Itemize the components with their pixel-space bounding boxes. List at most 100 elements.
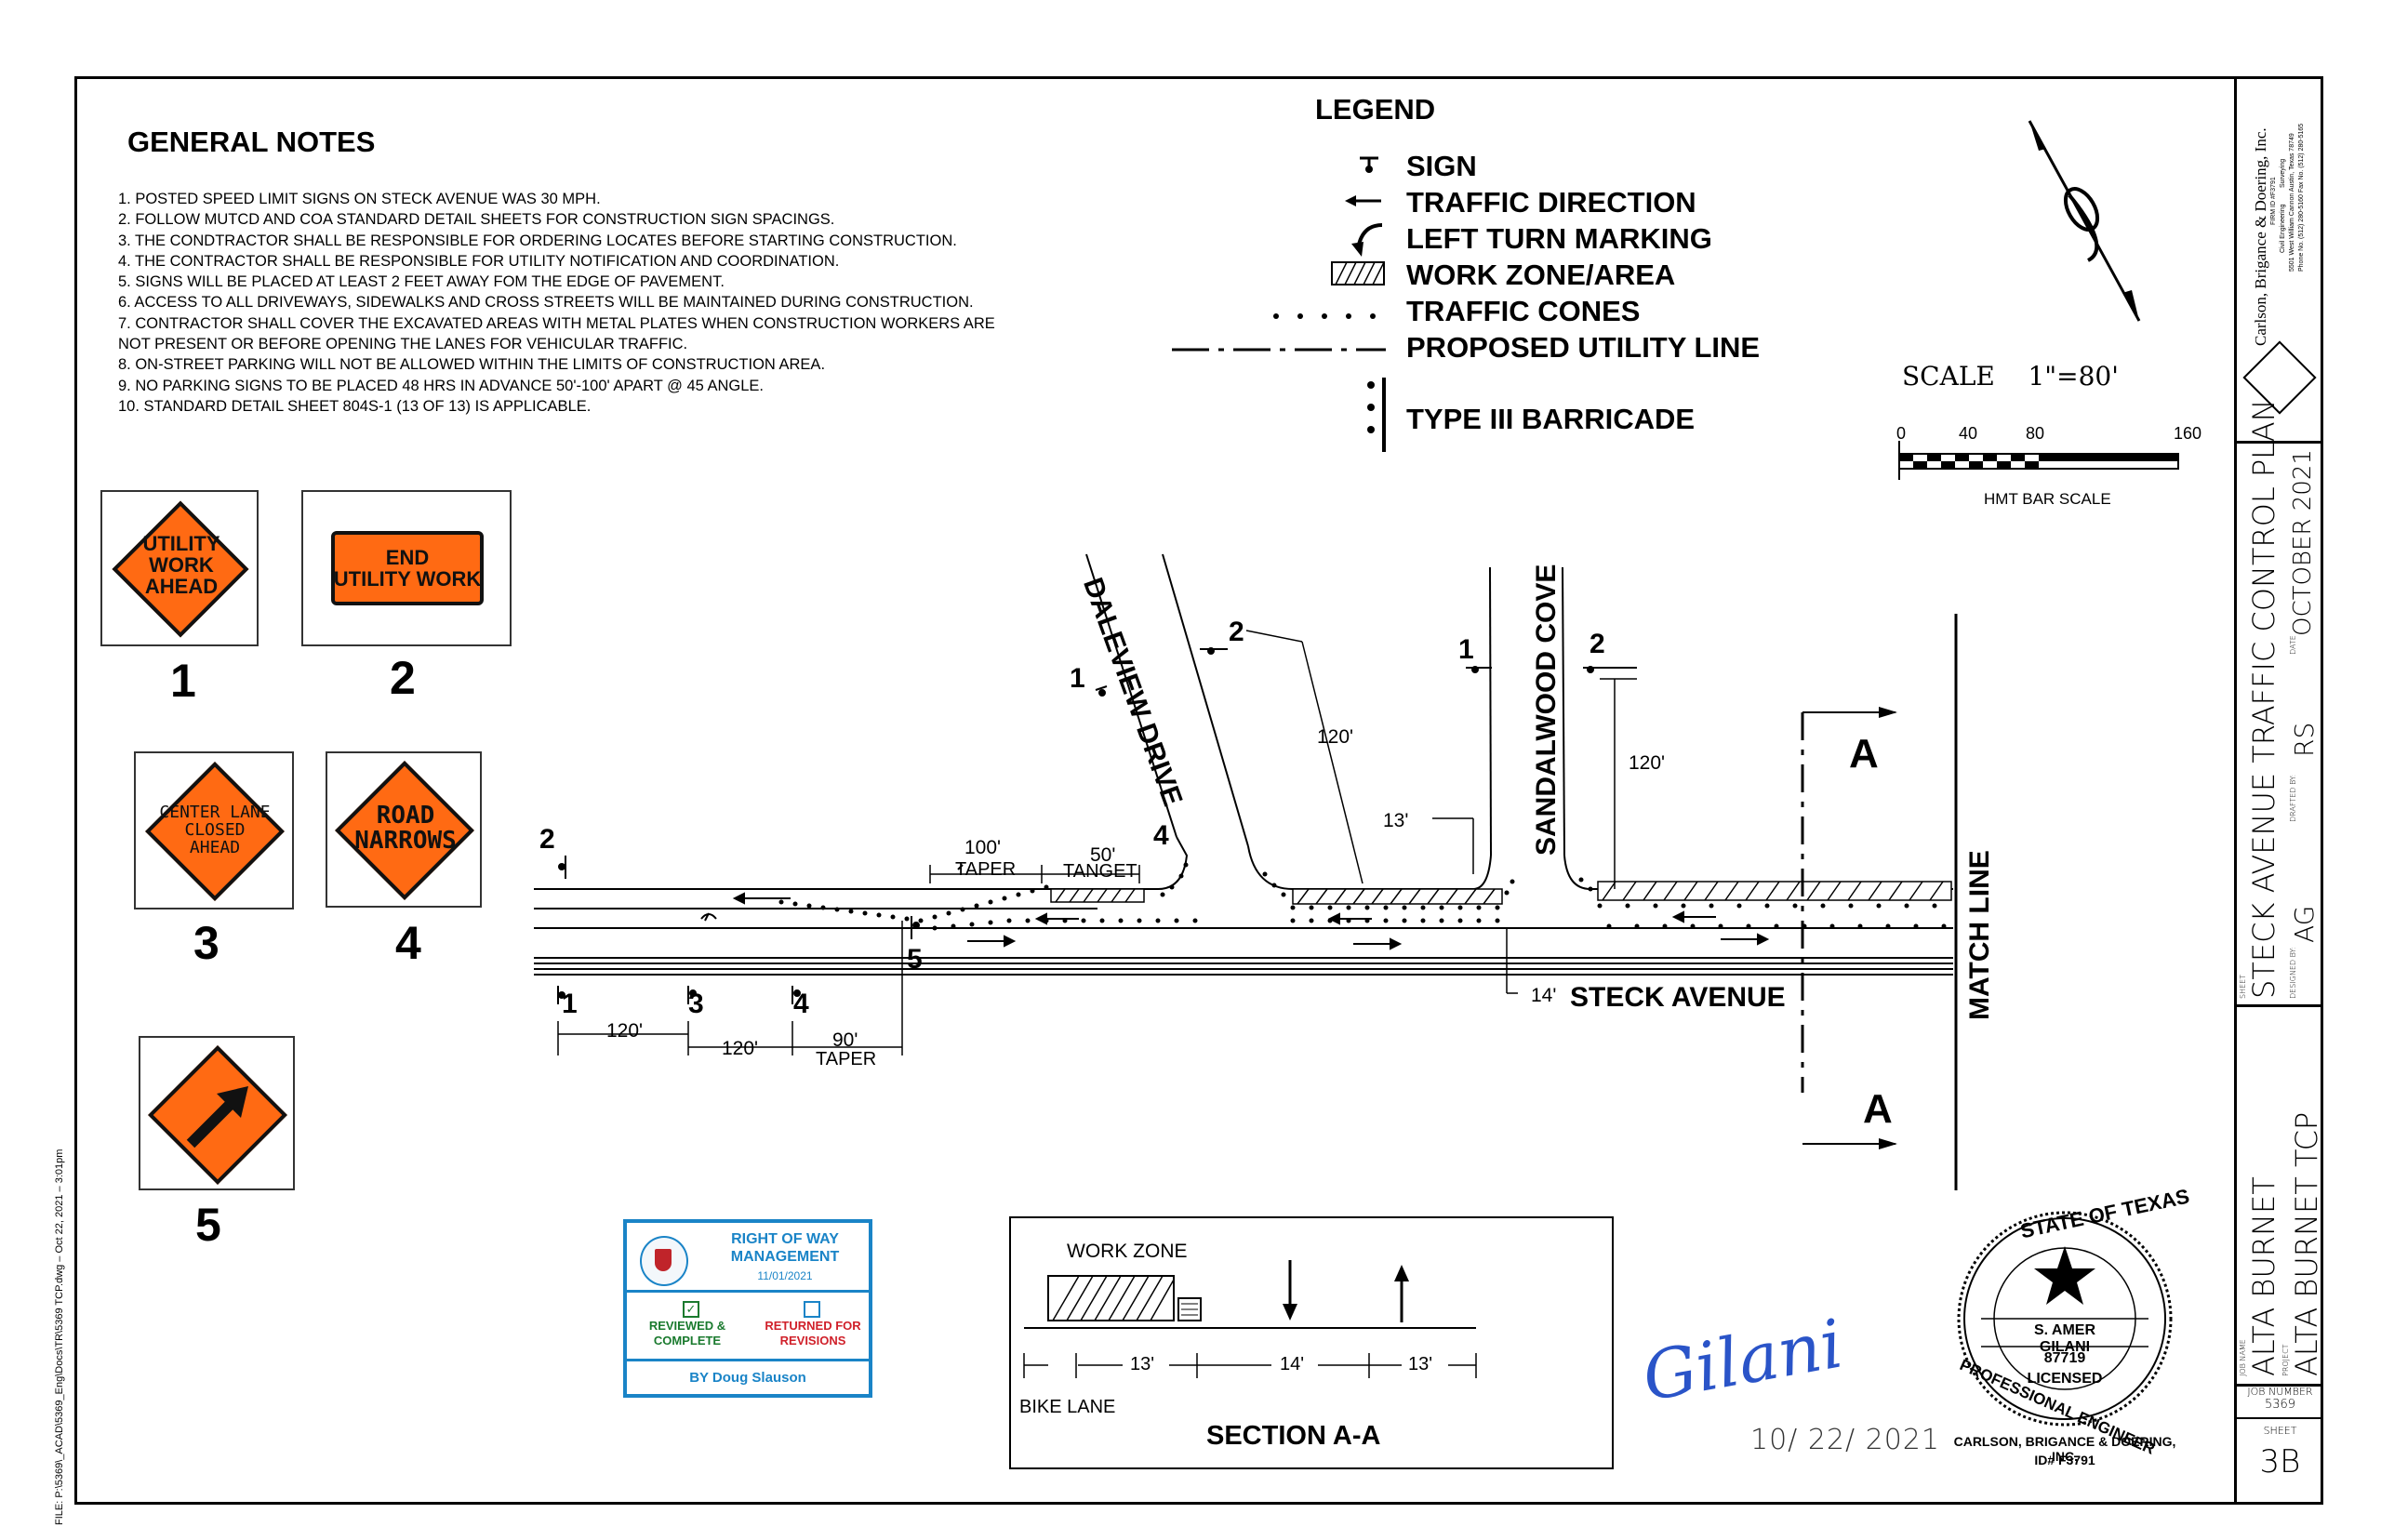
sheet-border [74, 76, 2323, 1505]
dim-taper2: TAPER [955, 859, 1017, 880]
plan-sign-4-top: 4 [1153, 820, 1169, 851]
section-dim-13-right: 13' [1408, 1354, 1433, 1374]
legend-arrow-icon [1345, 195, 1381, 206]
sheet-number-panel: JOB NUMBER 5369 SHEET 3B [2237, 1384, 2323, 1505]
sheet-number-label: SHEET [2263, 1425, 2297, 1437]
sign-4-line: NARROWS [354, 827, 457, 856]
note-item: 8. ON-STREET PARKING WILL NOT BE ALLOWED… [118, 356, 826, 374]
date-label: DATE [2289, 635, 2297, 655]
legend-label-sign: SIGN [1406, 150, 1477, 182]
sign-4-line: ROAD [376, 802, 435, 830]
firm-address: 5501 West William Cannon Austin, Texas 7… [2289, 133, 2295, 272]
legend-label-traffic-direction: TRAFFIC DIRECTION [1406, 186, 1696, 219]
arrow-icon [186, 1086, 248, 1148]
section-dim-13-left: 13' [1130, 1354, 1155, 1374]
firm-phone: Phone No. (512) 280-5160 Fax No. (512) 2… [2298, 123, 2305, 272]
legend-sign-icon [1360, 156, 1378, 173]
plan-sign-2-left: 2 [539, 824, 555, 855]
sign-2-number: 2 [390, 652, 416, 704]
sheet-title: STECK AVENUE TRAFFIC CONTROL PLAN [2246, 399, 2281, 999]
section-mark-a-top: A [1849, 731, 1879, 777]
reviewed-label: REVIEWED & COMPLETE [648, 1319, 726, 1348]
dim-taper: TAPER [816, 1049, 877, 1069]
sign-2-line: UTILITY WORK [333, 567, 482, 591]
sign-1-text: UTILITY WORK AHEAD [121, 533, 242, 597]
legend-label-work-zone: WORK ZONE/AREA [1406, 259, 1676, 291]
section-bike-lane-label: BIKE LANE [1019, 1397, 1116, 1417]
scale-tick-40: 40 [1959, 424, 1978, 443]
note-item: 4. THE CONTRACTOR SHALL BE RESPONSIBLE F… [118, 252, 840, 270]
traffic-cones-icon [778, 862, 1947, 931]
plan-sign-5: 5 [907, 944, 923, 975]
scale-tick-80: 80 [2026, 424, 2045, 443]
section-title: SECTION A-A [1206, 1421, 1381, 1451]
firm-service-survey: Surveying [2280, 158, 2286, 188]
sheet-title-panel: SHEET STECK AVENUE TRAFFIC CONTROL PLAN … [2237, 399, 2323, 1007]
seal-engineer-name: S. AMER GILANI [2033, 1322, 2096, 1355]
scale-tick-160: 160 [2174, 424, 2202, 443]
work-zone-hatches [1050, 881, 1952, 905]
section-graphic [1023, 1260, 1477, 1378]
legend-label-traffic-cones: TRAFFIC CONES [1406, 295, 1641, 327]
reviewed-checkbox: ✓ [683, 1301, 699, 1318]
legend-cones-icon [1273, 313, 1376, 319]
plan-sign-2-sand: 2 [1590, 629, 1605, 659]
dim-100: 100' [964, 837, 1002, 858]
note-item: 5. SIGNS WILL BE PLACED AT LEAST 2 FEET … [118, 273, 725, 291]
seal-license-number: 87719 [2043, 1350, 2086, 1366]
row-stamp-divider [627, 1290, 869, 1293]
city-seal-icon [640, 1236, 688, 1286]
signature-date: 10/ 22/ 2021 [1750, 1424, 1940, 1456]
title-block-divider [2237, 1417, 2323, 1419]
plan-sign-1-sand: 1 [1458, 634, 1474, 665]
section-mark-a-bottom: A [1863, 1086, 1893, 1132]
dim-120-c: 120' [1317, 726, 1354, 748]
note-item: NOT PRESENT OR BEFORE OPENING THE LANES … [118, 336, 688, 353]
dim-120-a: 120' [606, 1020, 644, 1042]
row-stamp-by: BY Doug Slauson [689, 1370, 806, 1386]
plan-sign-3: 3 [688, 989, 704, 1019]
legend-label-barricade: TYPE III BARRICADE [1406, 403, 1696, 435]
date-value: OCTOBER 2021 [2289, 449, 2317, 636]
sign-2-text: END UTILITY WORK [331, 547, 484, 590]
legend-left-turn-icon [1351, 223, 1383, 257]
traffic-arrows [732, 864, 1770, 950]
note-item: 3. THE CONDTRACTOR SHALL BE RESPONSIBLE … [118, 232, 957, 249]
drafted-by-value: RS [2289, 722, 2320, 757]
legend-work-zone-icon [1331, 261, 1385, 285]
sheet-number-value: 3B [2259, 1443, 2301, 1480]
sign-3-line: CLOSED [184, 819, 246, 840]
row-stamp: RIGHT OF WAY MANAGEMENT 11/01/2021 ✓ REV… [623, 1219, 872, 1398]
drafted-by-label: DRAFTED BY: [2289, 774, 2297, 822]
note-item: 2. FOLLOW MUTCD AND COA STANDARD DETAIL … [118, 211, 835, 229]
left-turn-marking-icon [700, 912, 717, 922]
sign-card-5 [139, 1036, 295, 1190]
general-notes-title: GENERAL NOTES [127, 126, 376, 158]
title-block: Carlson, Brigance & Doering, Inc. FIRM I… [2234, 76, 2324, 1505]
sign-5-number: 5 [195, 1199, 221, 1251]
returned-label: RETURNED FOR REVISIONS [765, 1319, 861, 1348]
dim-50: 50' [1090, 844, 1116, 866]
sign-3-text: CENTER LANE CLOSED AHEAD [145, 803, 285, 857]
dim-120-b: 120' [722, 1038, 759, 1059]
note-item: 6. ACCESS TO ALL DRIVEWAYS, SIDEWALKS AN… [118, 294, 974, 312]
legend-label-utility-line: PROPOSED UTILITY LINE [1406, 331, 1761, 364]
scale-tick-0: 0 [1896, 424, 1907, 443]
sign-4-number: 4 [395, 917, 421, 969]
pe-seal-icon [1957, 1211, 2173, 1427]
job-panel: JOB NAME ALTA BURNET PROJECT ALTA BURNET… [2237, 1004, 2324, 1387]
sign-2-rect [331, 531, 484, 605]
legend-title: LEGEND [1315, 93, 1436, 126]
bar-scale-graphic [1898, 441, 2179, 480]
street-label-sandalwood: SANDALWOOD COVE [1531, 564, 1562, 856]
section-work-zone-label: WORK ZONE [1067, 1241, 1188, 1262]
plan-sign-icons [557, 647, 1637, 1004]
dim-14: 14' [1531, 985, 1557, 1006]
plan-sign-2-dale: 2 [1229, 617, 1244, 647]
dim-13: 13' [1383, 810, 1409, 831]
row-stamp-title: RIGHT OF WAY MANAGEMENT [730, 1231, 840, 1265]
dim-90: 90' [832, 1029, 858, 1051]
plan-sign-4-bottom: 4 [793, 989, 809, 1019]
dimension-lines [557, 630, 1637, 1055]
scale-label: SCALE 1"=80' [1902, 361, 2119, 392]
